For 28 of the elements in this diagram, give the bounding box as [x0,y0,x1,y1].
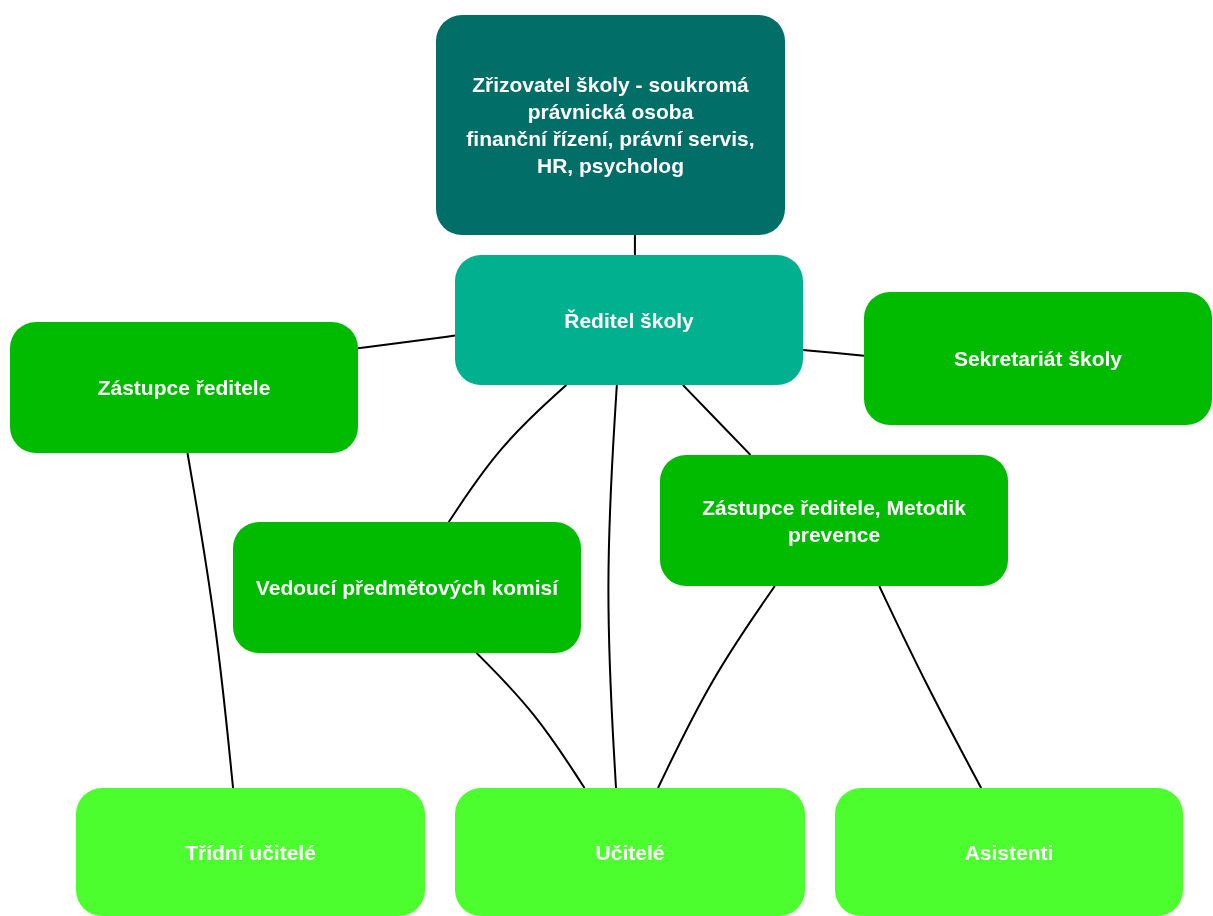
box-title: Zástupce ředitele, Metodik prevence [701,494,967,548]
org-box [10,322,358,453]
connector-line [633,234,636,256]
connector-line [447,384,568,523]
connector-line [681,384,752,456]
box-title: Třídní učitelé [185,839,316,866]
connector-line [607,384,618,789]
box-title: Sekretariát školy [953,346,1123,372]
org-box [76,788,425,916]
box-title: Učitelé [595,839,665,866]
org-box [660,455,1008,586]
connector-line [657,585,776,789]
box-title: Zástupce ředitele [97,375,271,401]
org-box [835,788,1183,916]
connector-line [357,334,456,350]
org-box [455,788,805,916]
connector-line [878,585,983,789]
connector-line [186,452,235,789]
org-box [455,255,803,385]
box-title: Vedoucí předmětových komisí [255,575,559,601]
connector-line [802,348,865,357]
box-title: Asistenti [964,839,1054,866]
org-box [864,292,1212,425]
org-box [233,522,581,653]
box-title: Ředitel školy [564,307,694,334]
connector-line [475,652,586,789]
org-box [436,15,785,235]
box-text: finanční řízení, právní servis, HR, psycholog [465,126,756,179]
